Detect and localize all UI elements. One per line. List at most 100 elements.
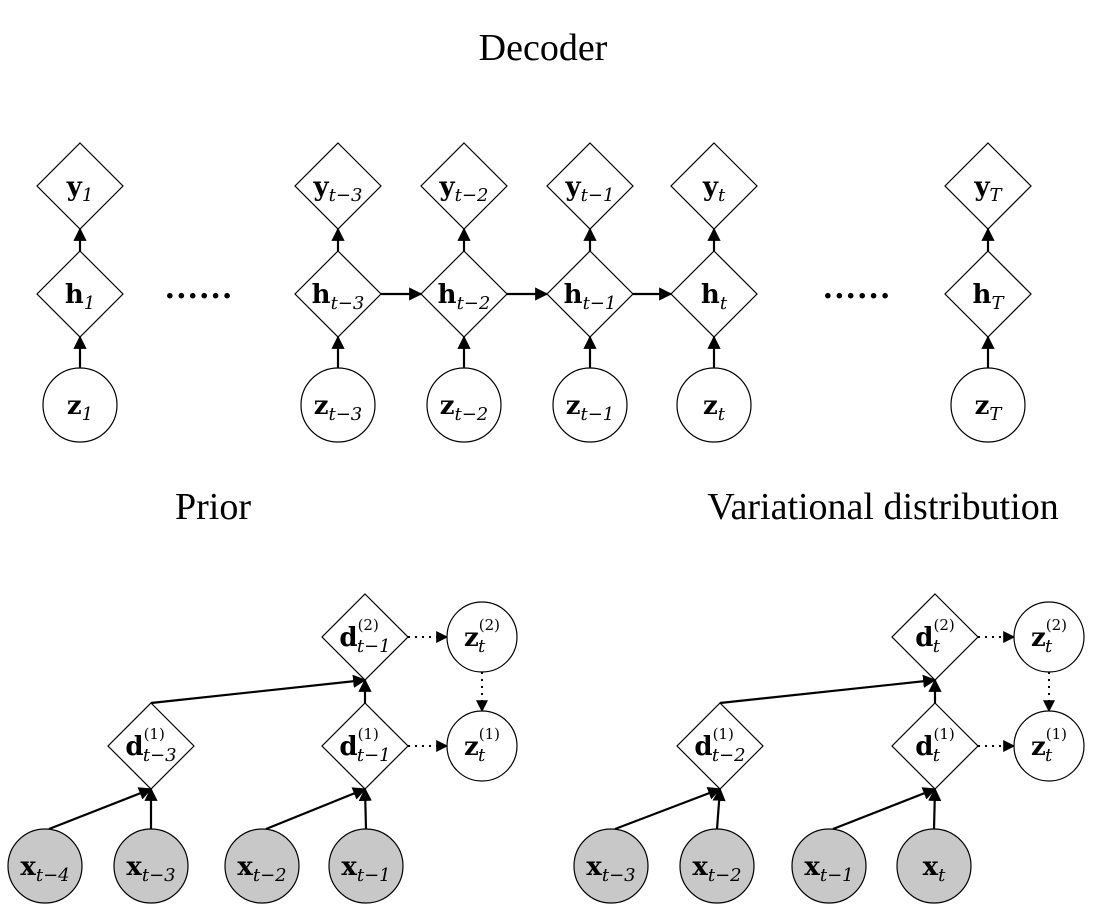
- z-node-t-1-label: zt−1: [566, 391, 615, 425]
- variational-d2-node: d(2)t: [891, 593, 979, 681]
- variational-x-node-2-label: xt−2: [692, 852, 741, 886]
- y-node-T-label: yT: [973, 172, 1003, 206]
- prior-edge-x4-to-d1-right: [358, 787, 372, 830]
- y-node-t-shape: [670, 142, 758, 230]
- z-node-t-label: zt: [703, 391, 726, 425]
- decoder-ellipsis-left: ......: [165, 271, 234, 306]
- h-node-t-2: ht−2: [420, 250, 508, 338]
- variational-z2-node-shape: [1013, 601, 1085, 673]
- variational-d1-right-node-shape: [891, 702, 979, 790]
- prior-x-node-1: xt−4: [7, 828, 83, 904]
- prior-d2-node-shape: [321, 593, 409, 681]
- z-node-t-1: zt−1: [552, 367, 628, 443]
- y-node-t-2-shape: [420, 142, 508, 230]
- z-node-t-1-shape: [552, 367, 628, 443]
- nodes: y1 h1 z1 yt−3 ht−3 zt−3 yt−2 ht−2 zt−2 yt−1 ht−1 zt…: [7, 142, 1085, 904]
- h-node-t-1-shape: [546, 250, 634, 338]
- h-node-T: hT: [944, 250, 1032, 338]
- prior-d1-right-node-shape: [321, 702, 409, 790]
- y-node-T-shape: [944, 142, 1032, 230]
- z-node-T: zT: [950, 367, 1026, 443]
- variational-z1-node-shape: [1013, 710, 1085, 782]
- prior-x-node-2-label: xt−3: [126, 852, 175, 886]
- y-node-t-3: yt−3: [294, 142, 382, 230]
- h-node-1-label: h1: [65, 280, 95, 314]
- h-node-t-3: ht−3: [294, 250, 382, 338]
- variational-x-node-1-label: xt−3: [586, 852, 635, 886]
- h-node-t: ht: [670, 250, 758, 338]
- variational-x-node-4-label: xt: [923, 852, 947, 886]
- variational-d1-left-node-shape: [676, 702, 764, 790]
- variational-edge-d1-left-to-d2: [719, 674, 937, 705]
- y-node-t-1: yt−1: [546, 142, 634, 230]
- prior-x-node-1-label: xt−4: [20, 852, 69, 886]
- y-node-t: yt: [670, 142, 758, 230]
- variational-title: Variational distribution: [707, 486, 1058, 528]
- variational-d1-right-node-label: d(1)t: [915, 725, 954, 766]
- y-node-1-shape: [36, 142, 124, 230]
- variational-z2-node: z(2)t: [1013, 601, 1085, 673]
- variational-edge-x2-to-d1-left: [712, 787, 726, 830]
- h-node-1-shape: [36, 250, 124, 338]
- prior-d1-left-node-shape: [107, 702, 195, 790]
- z-node-T-label: zT: [975, 391, 1004, 425]
- variational-d1-right-node: d(1)t: [891, 702, 979, 790]
- variational-x-node-1: xt−3: [573, 828, 649, 904]
- y-node-1-label: y1: [66, 172, 94, 206]
- prior-x-node-4-label: xt−1: [341, 852, 390, 886]
- h-node-t-2-shape: [420, 250, 508, 338]
- prior-x-node-2-shape: [113, 828, 189, 904]
- variational-d2-node-shape: [891, 593, 979, 681]
- y-node-1: y1: [36, 142, 124, 230]
- prior-edge-d1-left-to-d2: [150, 674, 367, 705]
- prior-x-node-1-shape: [7, 828, 83, 904]
- z-node-t-3: zt−3: [300, 367, 376, 443]
- y-node-t-1-label: yt−1: [565, 172, 615, 206]
- prior-x-node-4: xt−1: [328, 828, 404, 904]
- variational-z2-node-label: z(2)t: [1031, 616, 1067, 657]
- prior-x-node-2: xt−3: [113, 828, 189, 904]
- prior-x-node-3-label: xt−2: [237, 852, 286, 886]
- variational-d1-left-node: d(1)t−2: [676, 702, 764, 790]
- variational-edge-x1-to-d1-left: [614, 787, 722, 831]
- y-node-t-2-label: yt−2: [439, 172, 489, 206]
- variational-x-node-3: xt−1: [791, 828, 867, 904]
- z-node-t-2: zt−2: [426, 367, 502, 443]
- h-node-t-1: ht−1: [546, 250, 634, 338]
- z-node-1: z1: [42, 367, 118, 443]
- variational-z1-node: z(1)t: [1013, 710, 1085, 782]
- prior-z2-node-label: z(2)t: [464, 616, 500, 657]
- y-node-t-3-label: yt−3: [313, 172, 363, 206]
- z-node-T-shape: [950, 367, 1026, 443]
- h-node-t-3-label: ht−3: [312, 280, 365, 314]
- y-node-t-1-shape: [546, 142, 634, 230]
- prior-title: Prior: [175, 486, 251, 528]
- prior-d2-node: d(2)t−1: [321, 593, 409, 681]
- z-node-t-3-shape: [300, 367, 376, 443]
- variational-x-node-4: xt: [896, 828, 972, 904]
- prior-x-node-4-shape: [328, 828, 404, 904]
- prior-z1-node-shape: [446, 710, 518, 782]
- prior-d1-right-node-label: d(1)t−1: [339, 725, 390, 766]
- h-node-t-shape: [670, 250, 758, 338]
- z-node-t-2-shape: [426, 367, 502, 443]
- variational-edge-x3-to-d1-right: [832, 787, 937, 831]
- variational-d1-left-node-label: d(1)t−2: [694, 725, 745, 766]
- prior-d1-left-node-label: d(1)t−3: [125, 725, 176, 766]
- z-node-t-2-label: zt−2: [440, 391, 489, 425]
- variational-x-node-2: xt−2: [679, 828, 755, 904]
- prior-x-node-3: xt−2: [224, 828, 300, 904]
- h-node-t-1-label: ht−1: [564, 280, 617, 314]
- z-node-t-shape: [676, 367, 752, 443]
- variational-d2-node-label: d(2)t: [915, 616, 954, 657]
- variational-x-node-3-shape: [791, 828, 867, 904]
- h-node-T-label: hT: [973, 280, 1006, 314]
- y-node-t-2: yt−2: [420, 142, 508, 230]
- prior-d1-right-node: d(1)t−1: [321, 702, 409, 790]
- variational-edge-x4-to-d1-right: [928, 787, 942, 830]
- prior-edge-x3-to-d1-right: [265, 787, 367, 831]
- prior-z2-node-shape: [446, 601, 518, 673]
- variational-x-node-3-label: xt−1: [804, 852, 853, 886]
- edges: [48, 227, 1055, 831]
